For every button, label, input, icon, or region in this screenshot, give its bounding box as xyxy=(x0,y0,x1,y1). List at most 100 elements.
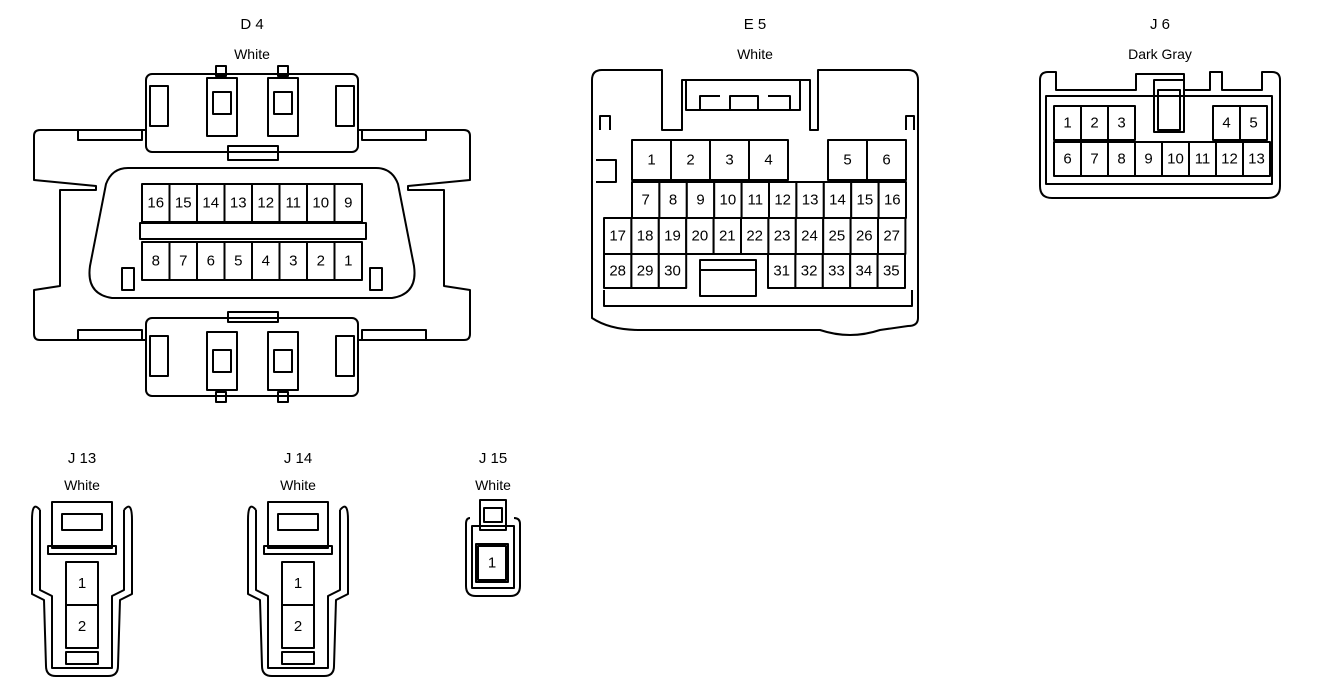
j6-pin-10: 10 xyxy=(1161,141,1190,177)
d4-connector-id: D 4 xyxy=(240,16,264,33)
j6-pin-1: 1 xyxy=(1053,105,1082,141)
d4-pin-12: 12 xyxy=(251,183,281,223)
e5-pin-16: 16 xyxy=(877,181,907,219)
d4-pin-label: 12 xyxy=(257,195,274,212)
d4-pin-label: 5 xyxy=(234,253,242,270)
e5-pin-label: 1 xyxy=(647,152,655,169)
e5-pin-14: 14 xyxy=(822,181,853,219)
e5-pin-30: 30 xyxy=(657,253,688,289)
j6-pin-label: 9 xyxy=(1144,151,1152,168)
e5-connector-body xyxy=(591,69,919,336)
e5-pin-31: 31 xyxy=(767,253,797,289)
e5-pin-label: 6 xyxy=(882,152,890,169)
j13-connector-id: J 13 xyxy=(67,450,97,467)
e5-pin-label: 12 xyxy=(774,192,791,209)
j6-pin-label: 2 xyxy=(1090,115,1098,132)
j13-pin-label: 1 xyxy=(78,575,86,592)
e5-pin-label: 8 xyxy=(669,192,677,209)
j6-pin-label: 11 xyxy=(1195,151,1211,168)
j13-pin-1: 1 xyxy=(65,561,99,606)
e5-pin-label: 33 xyxy=(828,263,845,280)
d4-pin-label: 9 xyxy=(344,195,352,212)
d4-pin-label: 1 xyxy=(344,253,352,270)
d4-pin-label: 8 xyxy=(152,253,160,270)
j6-pin-3: 3 xyxy=(1107,105,1136,141)
e5-pin-label: 27 xyxy=(883,228,900,245)
j14-pin-1: 1 xyxy=(281,561,315,606)
j6-pin-4: 4 xyxy=(1212,105,1241,141)
e5-connector-id: E 5 xyxy=(743,16,767,33)
e5-pin-22: 22 xyxy=(740,217,770,255)
e5-pin-23: 23 xyxy=(767,217,797,255)
e5-pin-7: 7 xyxy=(631,181,661,219)
j6-pin-5: 5 xyxy=(1239,105,1268,141)
d4-pin-label: 13 xyxy=(230,195,247,212)
j15-pin-label: 1 xyxy=(488,555,496,572)
d4-pin-label: 11 xyxy=(285,195,301,212)
j6-connector-body xyxy=(1039,71,1281,199)
d4-pin-label: 6 xyxy=(207,253,215,270)
j6-pin-label: 13 xyxy=(1248,151,1265,168)
e5-pin-label: 10 xyxy=(720,192,737,209)
d4-pin-3: 3 xyxy=(278,241,308,281)
j6-pin-label: 12 xyxy=(1221,151,1238,168)
j6-pin-label: 5 xyxy=(1249,115,1257,132)
e5-pin-34: 34 xyxy=(849,253,879,289)
e5-pin-1: 1 xyxy=(631,139,672,181)
j6-pin-7: 7 xyxy=(1080,141,1109,177)
e5-pin-8: 8 xyxy=(658,181,688,219)
e5-pin-label: 17 xyxy=(609,228,626,245)
e5-pin-label: 4 xyxy=(764,152,772,169)
j6-pin-label: 1 xyxy=(1063,115,1071,132)
j14-connector-body xyxy=(247,501,349,677)
d4-pin-13: 13 xyxy=(223,183,253,223)
j13-pin-2: 2 xyxy=(65,604,99,649)
j13-pin-label: 2 xyxy=(78,618,86,635)
j13-connector-body xyxy=(31,501,133,677)
e5-pin-5: 5 xyxy=(827,139,868,181)
e5-pin-label: 9 xyxy=(696,192,704,209)
d4-pin-label: 3 xyxy=(289,253,297,270)
e5-pin-3: 3 xyxy=(709,139,750,181)
e5-pin-9: 9 xyxy=(685,181,716,219)
e5-pin-12: 12 xyxy=(768,181,798,219)
e5-pin-label: 14 xyxy=(829,192,846,209)
j6-pin-9: 9 xyxy=(1134,141,1163,177)
e5-pin-13: 13 xyxy=(795,181,825,219)
j6-pin-12: 12 xyxy=(1215,141,1244,177)
e5-pin-label: 11 xyxy=(748,192,764,209)
e5-pin-label: 32 xyxy=(801,263,818,280)
j14-connector-color: White xyxy=(280,477,316,493)
d4-pin-6: 6 xyxy=(196,241,226,281)
e5-pin-label: 2 xyxy=(686,152,694,169)
e5-pin-label: 5 xyxy=(843,152,851,169)
e5-pin-label: 3 xyxy=(725,152,733,169)
j6-pin-label: 4 xyxy=(1222,115,1230,132)
e5-pin-4: 4 xyxy=(748,139,789,181)
e5-pin-15: 15 xyxy=(850,181,880,219)
j14-pin-2: 2 xyxy=(281,604,315,649)
e5-pin-18: 18 xyxy=(630,217,660,255)
j15-connector-body xyxy=(465,499,521,597)
e5-pin-label: 16 xyxy=(884,192,901,209)
j6-pin-13: 13 xyxy=(1242,141,1271,177)
e5-pin-32: 32 xyxy=(794,253,824,289)
j14-pin-label: 1 xyxy=(294,575,302,592)
e5-pin-2: 2 xyxy=(670,139,711,181)
j6-pin-6: 6 xyxy=(1053,141,1082,177)
e5-pin-label: 30 xyxy=(664,263,681,280)
e5-pin-label: 21 xyxy=(719,228,736,245)
j6-pin-2: 2 xyxy=(1080,105,1109,141)
e5-pin-label: 31 xyxy=(773,263,790,280)
d4-pin-11: 11 xyxy=(278,183,308,223)
e5-pin-35: 35 xyxy=(876,253,906,289)
e5-pin-label: 34 xyxy=(856,263,873,280)
e5-pin-label: 13 xyxy=(802,192,819,209)
d4-pin-7: 7 xyxy=(168,241,198,281)
e5-pin-label: 28 xyxy=(609,263,626,280)
e5-pin-label: 35 xyxy=(883,263,900,280)
j6-pin-label: 6 xyxy=(1063,151,1071,168)
j6-pin-label: 8 xyxy=(1117,151,1125,168)
e5-pin-label: 19 xyxy=(664,228,681,245)
